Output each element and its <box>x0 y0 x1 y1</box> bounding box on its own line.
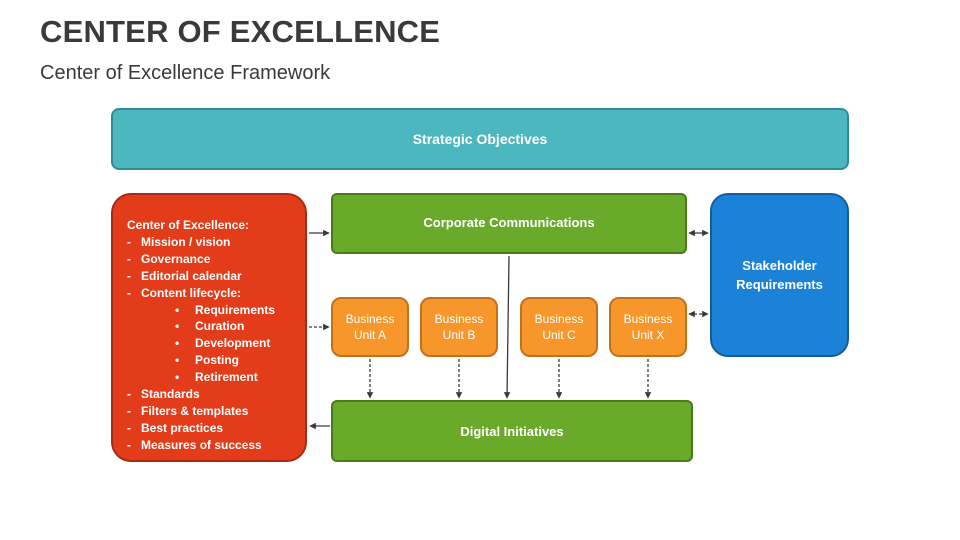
coe-lifecycle-item: •Posting <box>175 353 239 368</box>
digital-initiatives-label: Digital Initiatives <box>460 423 564 439</box>
coe-item: -Measures of success <box>127 437 262 452</box>
business-unit-c-box: Business Unit C <box>520 297 598 357</box>
business-unit-label: Business Unit A <box>345 312 395 342</box>
coe-item: -Content lifecycle: <box>127 285 242 300</box>
page-subtitle: Center of Excellence Framework <box>40 62 331 84</box>
business-unit-a-box: Business Unit A <box>331 297 409 357</box>
coe-heading: Center of Excellence: <box>127 218 250 232</box>
coe-lifecycle-item: •Requirements <box>175 302 276 317</box>
business-unit-label: Business Unit X <box>623 312 673 342</box>
arrow-corporate-to-digital <box>503 255 511 399</box>
corporate-communications-box: Corporate Communications <box>331 193 687 254</box>
coe-item: -Best practices <box>127 420 224 435</box>
coe-lifecycle-item: •Development <box>175 336 271 351</box>
business-unit-x-box: Business Unit X <box>609 297 687 357</box>
coe-lifecycle-item: •Retirement <box>175 370 258 385</box>
strategic-objectives-label: Strategic Objectives <box>412 131 548 147</box>
digital-initiatives-box: Digital Initiatives <box>331 400 693 462</box>
coe-item: -Standards <box>127 387 200 402</box>
coe-item: -Editorial calendar <box>127 268 242 283</box>
business-unit-label: Business Unit C <box>534 312 584 342</box>
stakeholder-requirements-label: Stakeholder Requirements <box>736 258 823 292</box>
business-unit-b-box: Business Unit B <box>420 297 498 357</box>
center-of-excellence-box: Center of Excellence: -Mission / vision … <box>111 193 307 462</box>
coe-item: -Governance <box>127 251 211 266</box>
coe-lifecycle-item: •Curation <box>175 319 245 334</box>
corporate-communications-label: Corporate Communications <box>423 215 595 230</box>
coe-item: -Filters & templates <box>127 403 249 418</box>
stakeholder-requirements-box: Stakeholder Requirements <box>710 193 849 357</box>
strategic-objectives-box: Strategic Objectives <box>111 108 849 170</box>
page-title: CENTER OF EXCELLENCE <box>40 14 441 49</box>
business-unit-label: Business Unit B <box>434 312 484 342</box>
coe-item: -Mission / vision <box>127 234 231 249</box>
